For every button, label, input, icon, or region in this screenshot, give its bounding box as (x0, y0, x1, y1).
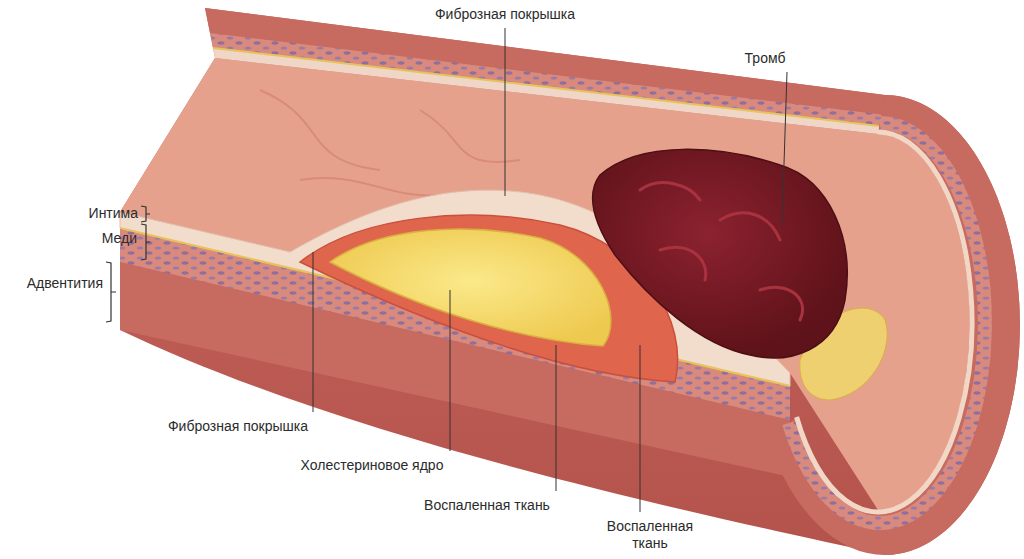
leader-line (313, 252, 314, 412)
elastic-lamina (213, 48, 879, 126)
artery-exterior (120, 8, 1020, 555)
part-label: Воспаленная ткань (600, 518, 700, 552)
leader-lines (313, 28, 787, 512)
part-label: Холестериновое ядро (301, 457, 444, 474)
layer-bracket (141, 206, 150, 222)
layer-bracket (141, 224, 150, 260)
part-label: Воспаленная ткань (424, 497, 550, 514)
media-top (210, 33, 882, 126)
intima-top (213, 48, 879, 134)
leader-line (450, 290, 451, 451)
part-label: Тромб (745, 50, 786, 67)
thrombus (593, 149, 847, 358)
part-label: Фиброзная покрышка (435, 6, 575, 23)
part-label: Адвентития (27, 275, 103, 292)
leader-line (505, 28, 506, 196)
part-label: Интима (89, 205, 138, 222)
part-label: Фиброзная покрышка (168, 418, 308, 435)
lumen-texture (260, 90, 520, 196)
cholesterol-core (330, 229, 611, 346)
thrombus-texture (640, 183, 803, 320)
layer-bracket (106, 262, 116, 322)
leader-line (556, 345, 557, 491)
leader-line (640, 345, 641, 512)
part-label: Меди (102, 230, 137, 247)
leader-line (782, 72, 787, 225)
